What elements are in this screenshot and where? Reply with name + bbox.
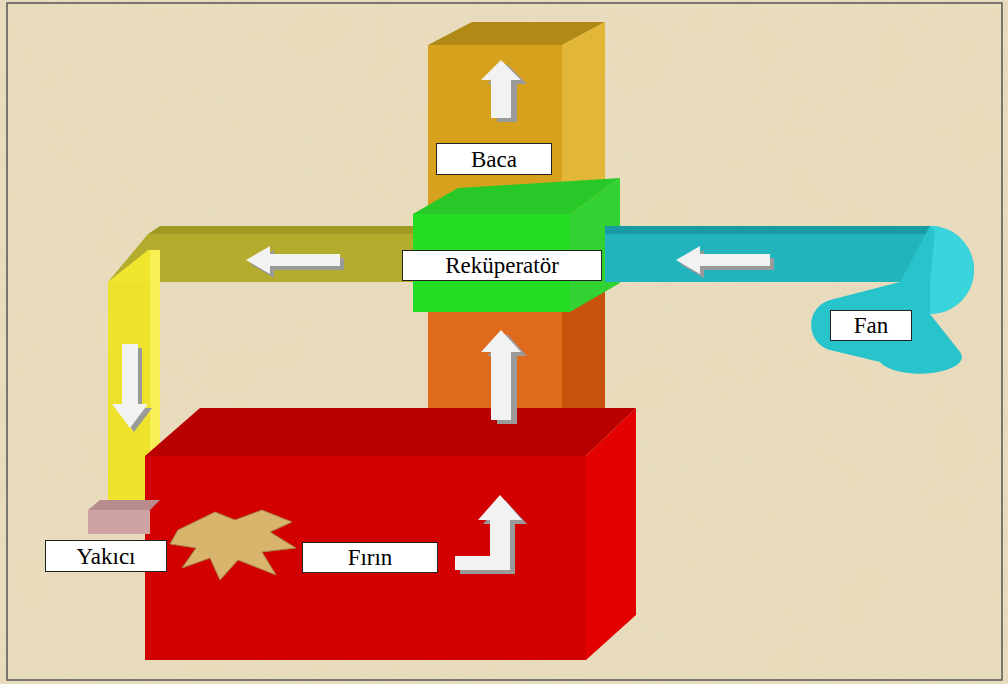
flame (170, 510, 296, 580)
label-box: Reküperatör (402, 250, 602, 281)
label-text: Fırın (348, 546, 393, 569)
label-box: Baca (436, 143, 552, 175)
label-text: Fan (854, 314, 889, 337)
fan-duct (605, 226, 974, 374)
flow-arrow (481, 60, 527, 122)
flow-arrow (481, 330, 527, 424)
flow-arrow (676, 246, 774, 278)
label-text: Baca (471, 148, 517, 171)
recuperator (413, 178, 620, 312)
burner (88, 500, 160, 534)
frame (7, 3, 1002, 680)
label-box: Fan (830, 310, 912, 341)
label-text: Reküperatör (445, 254, 559, 277)
label-box: Fırın (302, 542, 438, 573)
flow-arrow (246, 246, 344, 278)
label-box: Yakıcı (45, 540, 167, 572)
flow-arrow (455, 495, 527, 574)
furnace (145, 408, 636, 660)
flow-arrow (112, 344, 152, 432)
label-text: Yakıcı (76, 545, 135, 568)
